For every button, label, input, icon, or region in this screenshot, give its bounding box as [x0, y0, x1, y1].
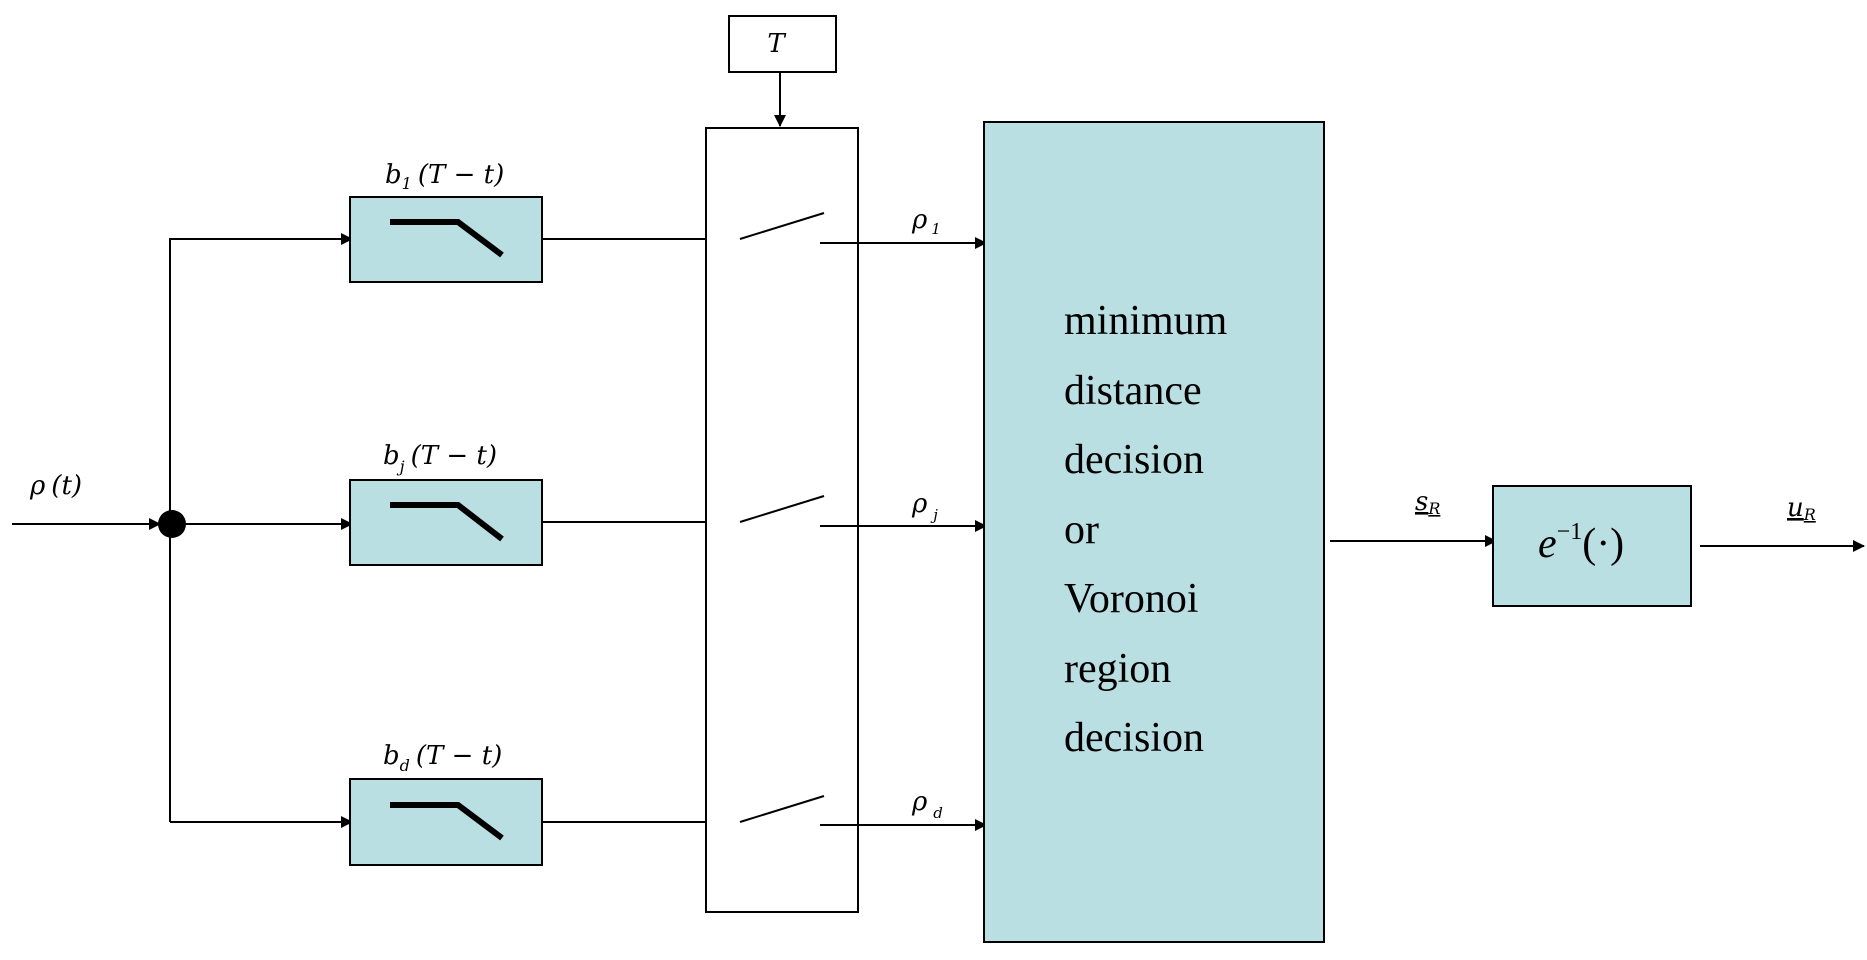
filter-response-icon [390, 502, 504, 542]
decision-block [983, 121, 1325, 943]
switch-j [739, 495, 825, 523]
decision-line-1: minimum [1064, 298, 1228, 344]
switch-d [739, 795, 825, 823]
filter-block-j [349, 479, 543, 566]
decision-line-6: region [1064, 646, 1171, 692]
inverse-map-block [1492, 485, 1692, 607]
decision-line-3: decision [1064, 437, 1204, 483]
sampler-frame [705, 127, 859, 913]
output-label: uR [1787, 493, 1816, 524]
filter-block-d [349, 778, 543, 866]
timer-box [728, 15, 837, 73]
inverse-map-label: e−1(·) [1538, 519, 1624, 567]
filter-label-j: bj(T − t) [383, 441, 497, 476]
filter-block-1 [349, 196, 543, 283]
decision-line-5: Voronoi [1064, 576, 1199, 622]
switch-1 [739, 212, 825, 240]
timer-label: T [767, 29, 786, 59]
input-label: ρ(t) [29, 471, 82, 501]
decision-line-4: or [1064, 507, 1099, 553]
decision-line-7: decision [1064, 715, 1204, 761]
estimate-label: sR [1415, 487, 1440, 518]
filter-label-1: b1(T − t) [385, 160, 504, 193]
decision-line-2: distance [1064, 368, 1202, 414]
junction-node [158, 510, 186, 538]
filter-label-d: bd(T − t) [383, 741, 502, 775]
filter-response-icon [390, 219, 504, 258]
filter-response-icon [390, 802, 504, 841]
